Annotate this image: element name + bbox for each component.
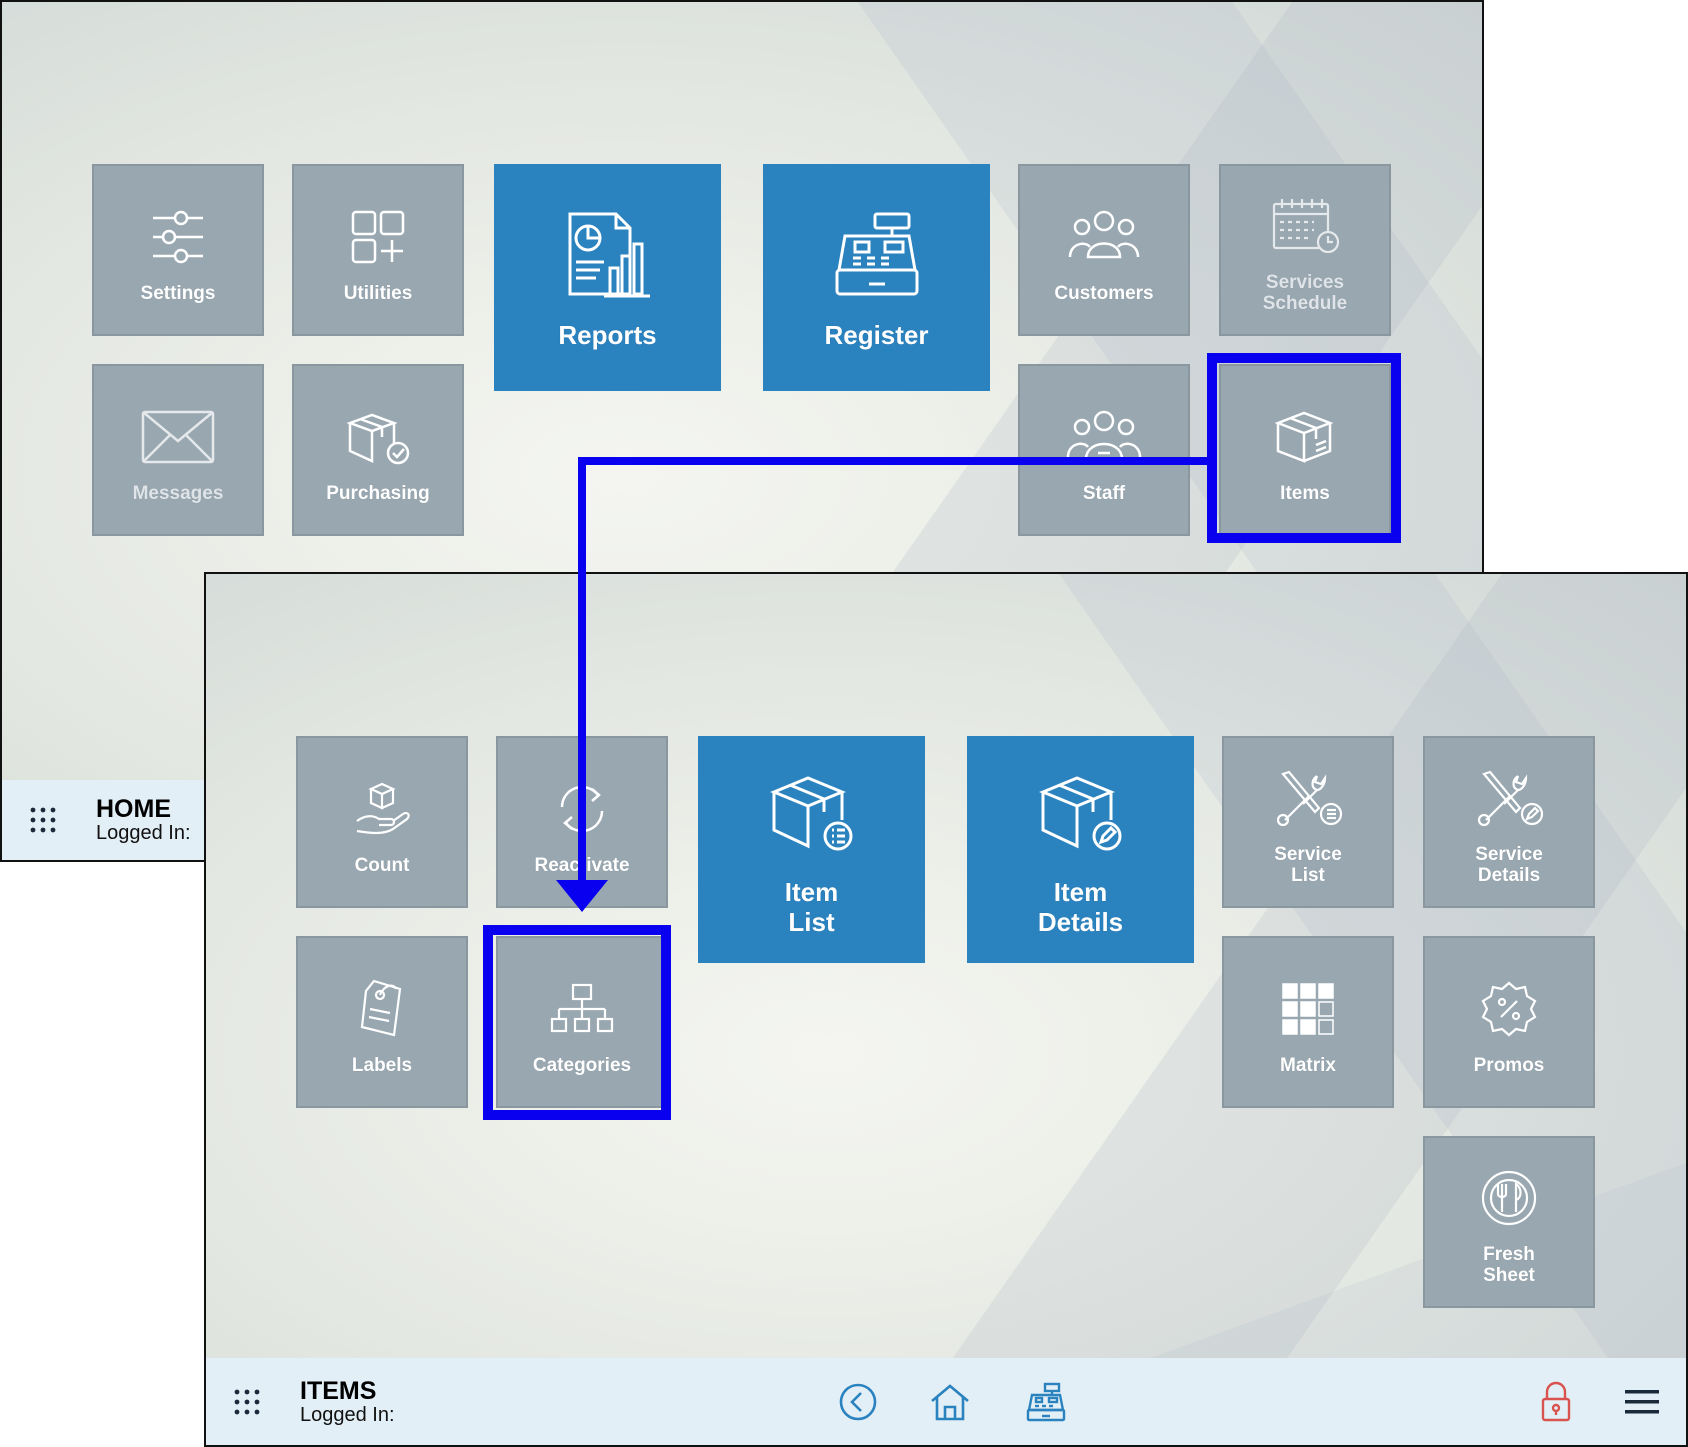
tag-icon xyxy=(342,969,422,1049)
tile-utilities[interactable]: Utilities xyxy=(292,164,464,336)
box-list-icon xyxy=(762,763,862,863)
tile-purchasing[interactable]: Purchasing xyxy=(292,364,464,536)
tools-edit-icon xyxy=(1469,758,1549,838)
box-check-icon xyxy=(338,397,418,477)
envelope-icon xyxy=(138,397,218,477)
box-edit-icon xyxy=(1031,763,1131,863)
title-block: ITEMS Logged In: xyxy=(300,1378,395,1426)
back-circle-icon xyxy=(839,1383,877,1420)
tile-matrix[interactable]: Matrix xyxy=(1222,936,1394,1108)
tile-reports[interactable]: Reports xyxy=(494,164,721,391)
tile-label: Items xyxy=(1280,482,1330,504)
tile-label: Service List xyxy=(1274,844,1342,886)
register-button[interactable] xyxy=(1024,1380,1068,1424)
matrix-grid-icon xyxy=(1268,969,1348,1049)
logged-in-label: Logged In: xyxy=(300,1403,395,1426)
apps-grid-icon[interactable] xyxy=(28,805,58,835)
tile-label: Item List xyxy=(784,876,839,937)
sliders-icon xyxy=(138,197,218,277)
tile-label: Fresh Sheet xyxy=(1483,1244,1535,1286)
tile-label: Service Details xyxy=(1475,844,1543,886)
tile-messages[interactable]: Messages xyxy=(92,364,264,536)
tile-register[interactable]: Register xyxy=(763,164,990,391)
box-icon xyxy=(1265,397,1345,477)
page-title: HOME xyxy=(96,795,171,823)
page-title: ITEMS xyxy=(300,1376,377,1405)
tile-reactivate[interactable]: Reactivate xyxy=(496,736,668,908)
tools-list-icon xyxy=(1268,758,1348,838)
refresh-icon xyxy=(542,769,622,849)
discount-badge-icon xyxy=(1469,969,1549,1049)
tile-label: Count xyxy=(354,854,410,876)
staff-group-icon xyxy=(1064,397,1144,477)
tile-label: Utilities xyxy=(343,282,413,304)
calendar-clock-icon xyxy=(1265,186,1345,266)
tile-staff[interactable]: Staff xyxy=(1018,364,1190,536)
tile-fresh-sheet[interactable]: Fresh Sheet xyxy=(1423,1136,1595,1308)
bottom-bar: ITEMS Logged In: xyxy=(206,1358,1686,1445)
hand-box-icon xyxy=(342,769,422,849)
home-button[interactable] xyxy=(928,1380,972,1424)
back-button[interactable] xyxy=(836,1380,880,1424)
tile-label: Customers xyxy=(1054,282,1154,304)
tile-label: Messages xyxy=(132,482,224,504)
tile-count[interactable]: Count xyxy=(296,736,468,908)
tile-item-details[interactable]: Item Details xyxy=(967,736,1194,963)
hamburger-menu-icon xyxy=(1625,1389,1659,1413)
tile-services-schedule[interactable]: Services Schedule xyxy=(1219,164,1391,336)
tile-label: Promos xyxy=(1473,1054,1545,1076)
tile-labels[interactable]: Labels xyxy=(296,936,468,1108)
apps-grid-icon[interactable] xyxy=(232,1387,262,1417)
title-block: HOME Logged In: xyxy=(96,796,191,844)
tile-service-list[interactable]: Service List xyxy=(1222,736,1394,908)
tile-label: Services Schedule xyxy=(1262,272,1348,314)
home-icon xyxy=(931,1383,969,1420)
lock-icon xyxy=(1541,1381,1571,1421)
tile-customers[interactable]: Customers xyxy=(1018,164,1190,336)
plate-cutlery-icon xyxy=(1469,1158,1549,1238)
cash-register-icon xyxy=(827,206,927,306)
tile-item-list[interactable]: Item List xyxy=(698,736,925,963)
lock-button[interactable] xyxy=(1534,1380,1578,1424)
tile-categories[interactable]: Categories xyxy=(496,936,668,1108)
tile-label: Purchasing xyxy=(326,482,430,504)
tile-settings[interactable]: Settings xyxy=(92,164,264,336)
logged-in-label: Logged In: xyxy=(96,822,191,844)
apps-add-icon xyxy=(338,197,418,277)
tile-label: Reactivate xyxy=(534,854,630,876)
tile-items[interactable]: Items xyxy=(1219,364,1391,536)
tile-label: Categories xyxy=(532,1054,632,1076)
tile-label: Register xyxy=(824,319,929,350)
group-icon xyxy=(1064,197,1144,277)
tile-label: Item Details xyxy=(1037,876,1124,937)
tile-label: Reports xyxy=(558,319,657,350)
menu-button[interactable] xyxy=(1620,1380,1664,1424)
tile-promos[interactable]: Promos xyxy=(1423,936,1595,1108)
items-screen: Count Reactivate Item List xyxy=(204,572,1688,1447)
report-chart-icon xyxy=(558,206,658,306)
tile-label: Staff xyxy=(1082,482,1126,504)
tile-label: Matrix xyxy=(1280,1054,1336,1076)
tile-label: Labels xyxy=(351,1054,413,1076)
cash-register-icon xyxy=(1026,1382,1066,1421)
tile-label: Settings xyxy=(140,282,216,304)
hierarchy-icon xyxy=(542,969,622,1049)
tile-service-details[interactable]: Service Details xyxy=(1423,736,1595,908)
